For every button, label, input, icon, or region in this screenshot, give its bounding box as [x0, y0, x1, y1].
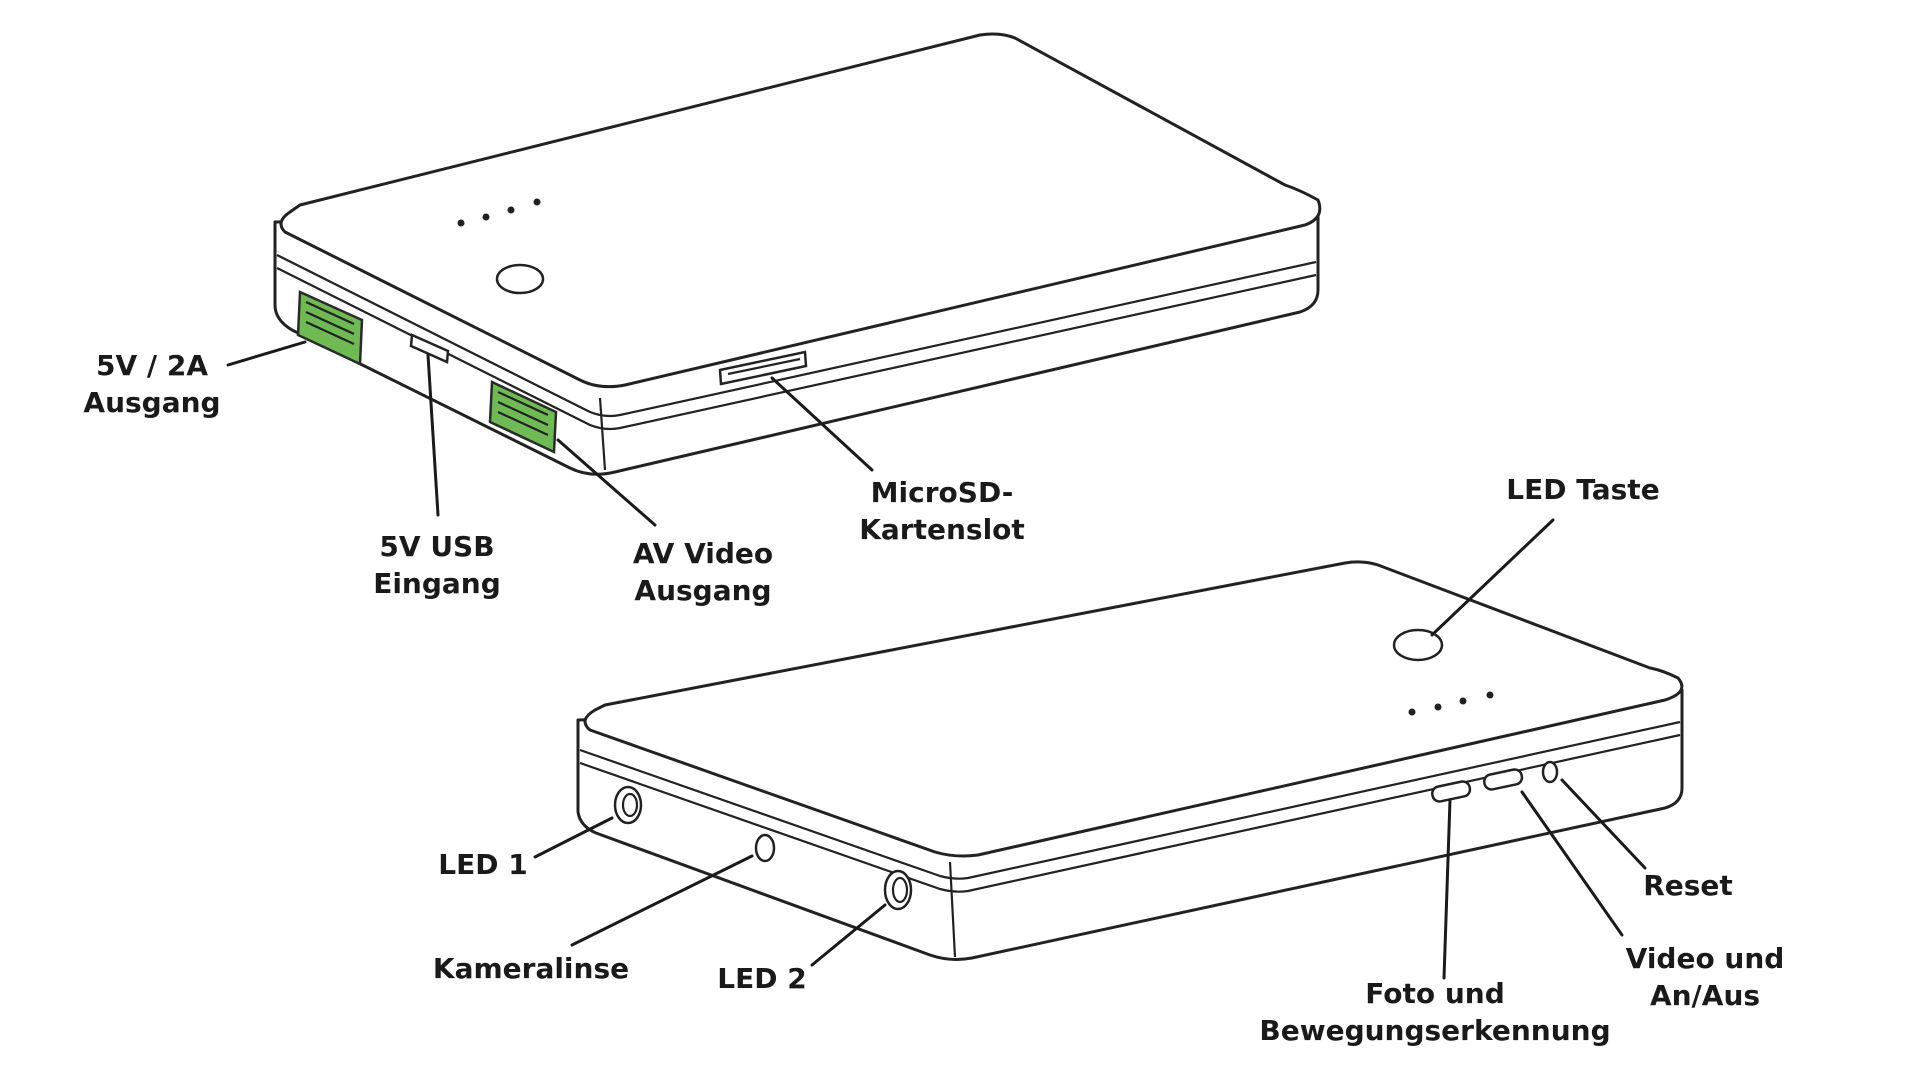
label-sd-line2: Kartenslot — [859, 513, 1025, 546]
leader-kamera — [570, 854, 754, 947]
microsd-slot-inner — [727, 357, 801, 376]
leader-led2 — [810, 903, 887, 967]
leader-video — [1520, 790, 1624, 937]
av-video-port-pins — [497, 391, 549, 436]
av-video-port — [488, 380, 558, 454]
device-bottom-seam — [579, 720, 1681, 880]
leader-lines — [226, 340, 1647, 980]
label-video-line2: An/Aus — [1650, 979, 1760, 1012]
leader-led-taste — [1430, 518, 1555, 637]
leader-reset — [1560, 778, 1647, 870]
device-bottom-corner-edge — [948, 861, 957, 958]
label-usb-line1: 5V USB — [379, 530, 494, 563]
device-top-led-dot — [533, 198, 541, 206]
device-top-led-dot — [482, 213, 490, 221]
device-bottom-view — [576, 560, 1684, 961]
device-top-view — [273, 32, 1322, 476]
device-top-led-dot — [507, 206, 515, 214]
video-button — [1483, 768, 1524, 791]
label-kameralinse: Kameralinse — [433, 952, 629, 985]
microsd-slot — [718, 350, 808, 386]
leader-out — [226, 340, 307, 367]
device-bottom-led-dot — [1486, 691, 1494, 699]
camera-lens — [754, 833, 776, 863]
label-av-line2: Ausgang — [634, 574, 771, 607]
device-top-corner-edge — [598, 397, 607, 471]
device-top-seam-2 — [276, 267, 1317, 431]
label-foto-line2: Bewegungserkennung — [1259, 1014, 1610, 1047]
usb-output-port — [296, 290, 364, 366]
usb-output-port-pins — [305, 301, 355, 345]
led-taste-button — [1392, 628, 1444, 662]
label-reset: Reset — [1643, 869, 1733, 902]
label-output-line2: Ausgang — [83, 386, 220, 419]
led-1-inner — [621, 792, 639, 818]
device-bottom-led-dot — [1408, 708, 1416, 716]
label-output-line1: 5V / 2A — [96, 349, 208, 382]
leader-led1 — [533, 816, 614, 859]
device-bottom-led-dot — [1459, 697, 1467, 705]
label-foto-line1: Foto und — [1365, 977, 1505, 1010]
usb-input-port — [409, 333, 450, 364]
labels: 5V / 2A Ausgang 5V USB Eingang AV Video … — [83, 349, 1784, 1047]
device-bottom-seam-2 — [579, 733, 1681, 893]
label-sd-line1: MicroSD- — [871, 476, 1014, 509]
leader-usb — [426, 353, 440, 517]
led-2-inner — [891, 876, 909, 904]
label-led1: LED 1 — [438, 848, 527, 881]
label-video-line1: Video und — [1626, 942, 1785, 975]
device-bottom-led-dot — [1434, 703, 1442, 711]
foto-button — [1431, 780, 1472, 803]
label-led2: LED 2 — [717, 962, 806, 995]
leader-foto — [1442, 798, 1452, 980]
label-av-line1: AV Video — [633, 537, 773, 570]
label-led-taste: LED Taste — [1506, 473, 1659, 506]
leader-sd — [770, 376, 874, 472]
reset-hole — [1541, 760, 1559, 784]
label-usb-line2: Eingang — [373, 567, 501, 600]
device-top-led-dot — [457, 219, 465, 227]
device-top-face — [279, 32, 1322, 389]
device-top-led-button — [495, 263, 545, 295]
device-top-seam — [276, 254, 1317, 418]
leader-av — [556, 438, 657, 527]
